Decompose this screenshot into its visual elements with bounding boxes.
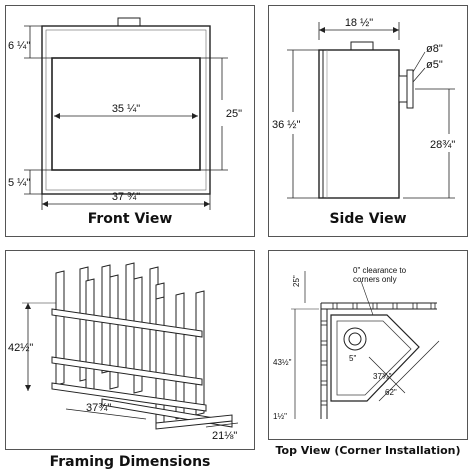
- front-dim-total-width: 37 ¾": [112, 191, 140, 203]
- framing-caption: Framing Dimensions: [49, 454, 211, 470]
- top-view-panel: 0" clearance to corners only 25" 43½" 37…: [268, 250, 468, 440]
- top-note-line2: corners only: [353, 275, 397, 284]
- side-dim-flue-center-height: 28¾": [430, 139, 455, 151]
- top-view-drawing: 0" clearance to corners only 25" 43½" 37…: [273, 266, 440, 421]
- front-dim-top: 6 ¼": [8, 40, 30, 52]
- front-dim-opening-height: 25": [226, 108, 242, 120]
- side-dim-flue-outer: ø8": [426, 43, 443, 55]
- side-view-caption: Side View: [329, 211, 407, 227]
- top-note-line1: 0" clearance to: [353, 266, 407, 275]
- side-body: [318, 49, 400, 199]
- top-dim-small: 1½": [273, 412, 287, 421]
- side-flue-collar: [350, 41, 374, 51]
- flue-collar: [117, 17, 141, 27]
- side-view-panel: 18 ½" 36 ½" ø8" ø5" 28¾" Side View: [268, 5, 468, 237]
- side-dim-depth: 18 ½": [345, 17, 373, 29]
- side-dim-height: 36 ½": [272, 119, 300, 131]
- corner-fireplace-body: [330, 314, 420, 402]
- top-view-caption: Top View (Corner Installation): [275, 444, 461, 457]
- front-view-caption: Front View: [87, 211, 173, 227]
- top-dim-diag: 62": [385, 388, 397, 397]
- framing-panel: 42½" 37¾" 21⅛": [5, 250, 255, 450]
- firebox-opening: [51, 57, 201, 171]
- framing-dim-height: 42½": [8, 342, 33, 354]
- front-dim-opening-width: 35 ¼": [112, 103, 140, 115]
- rear-flue: [398, 75, 408, 103]
- side-dim-flue-inner: ø5": [426, 59, 443, 71]
- framing-drawing: 42½" 37¾" 21⅛": [8, 262, 239, 442]
- front-dim-bottom: 5 ¼": [8, 177, 30, 189]
- front-view-drawing: 6 ¼" 35 ¼" 25" 5 ¼" 37 ¾": [8, 17, 242, 210]
- top-dim-left: 43½": [273, 358, 292, 367]
- top-flue-label: 5": [349, 354, 356, 363]
- top-dim-side: 25": [292, 275, 301, 287]
- front-view-panel: 6 ¼" 35 ¼" 25" 5 ¼" 37 ¾" Front View: [5, 5, 255, 237]
- framing-dim-depth: 21⅛": [212, 430, 237, 442]
- top-dim-face: 37¾": [373, 372, 392, 381]
- framing-dim-width: 37¾": [86, 402, 111, 414]
- side-view-drawing: 18 ½" 36 ½" ø8" ø5" 28¾": [272, 17, 455, 199]
